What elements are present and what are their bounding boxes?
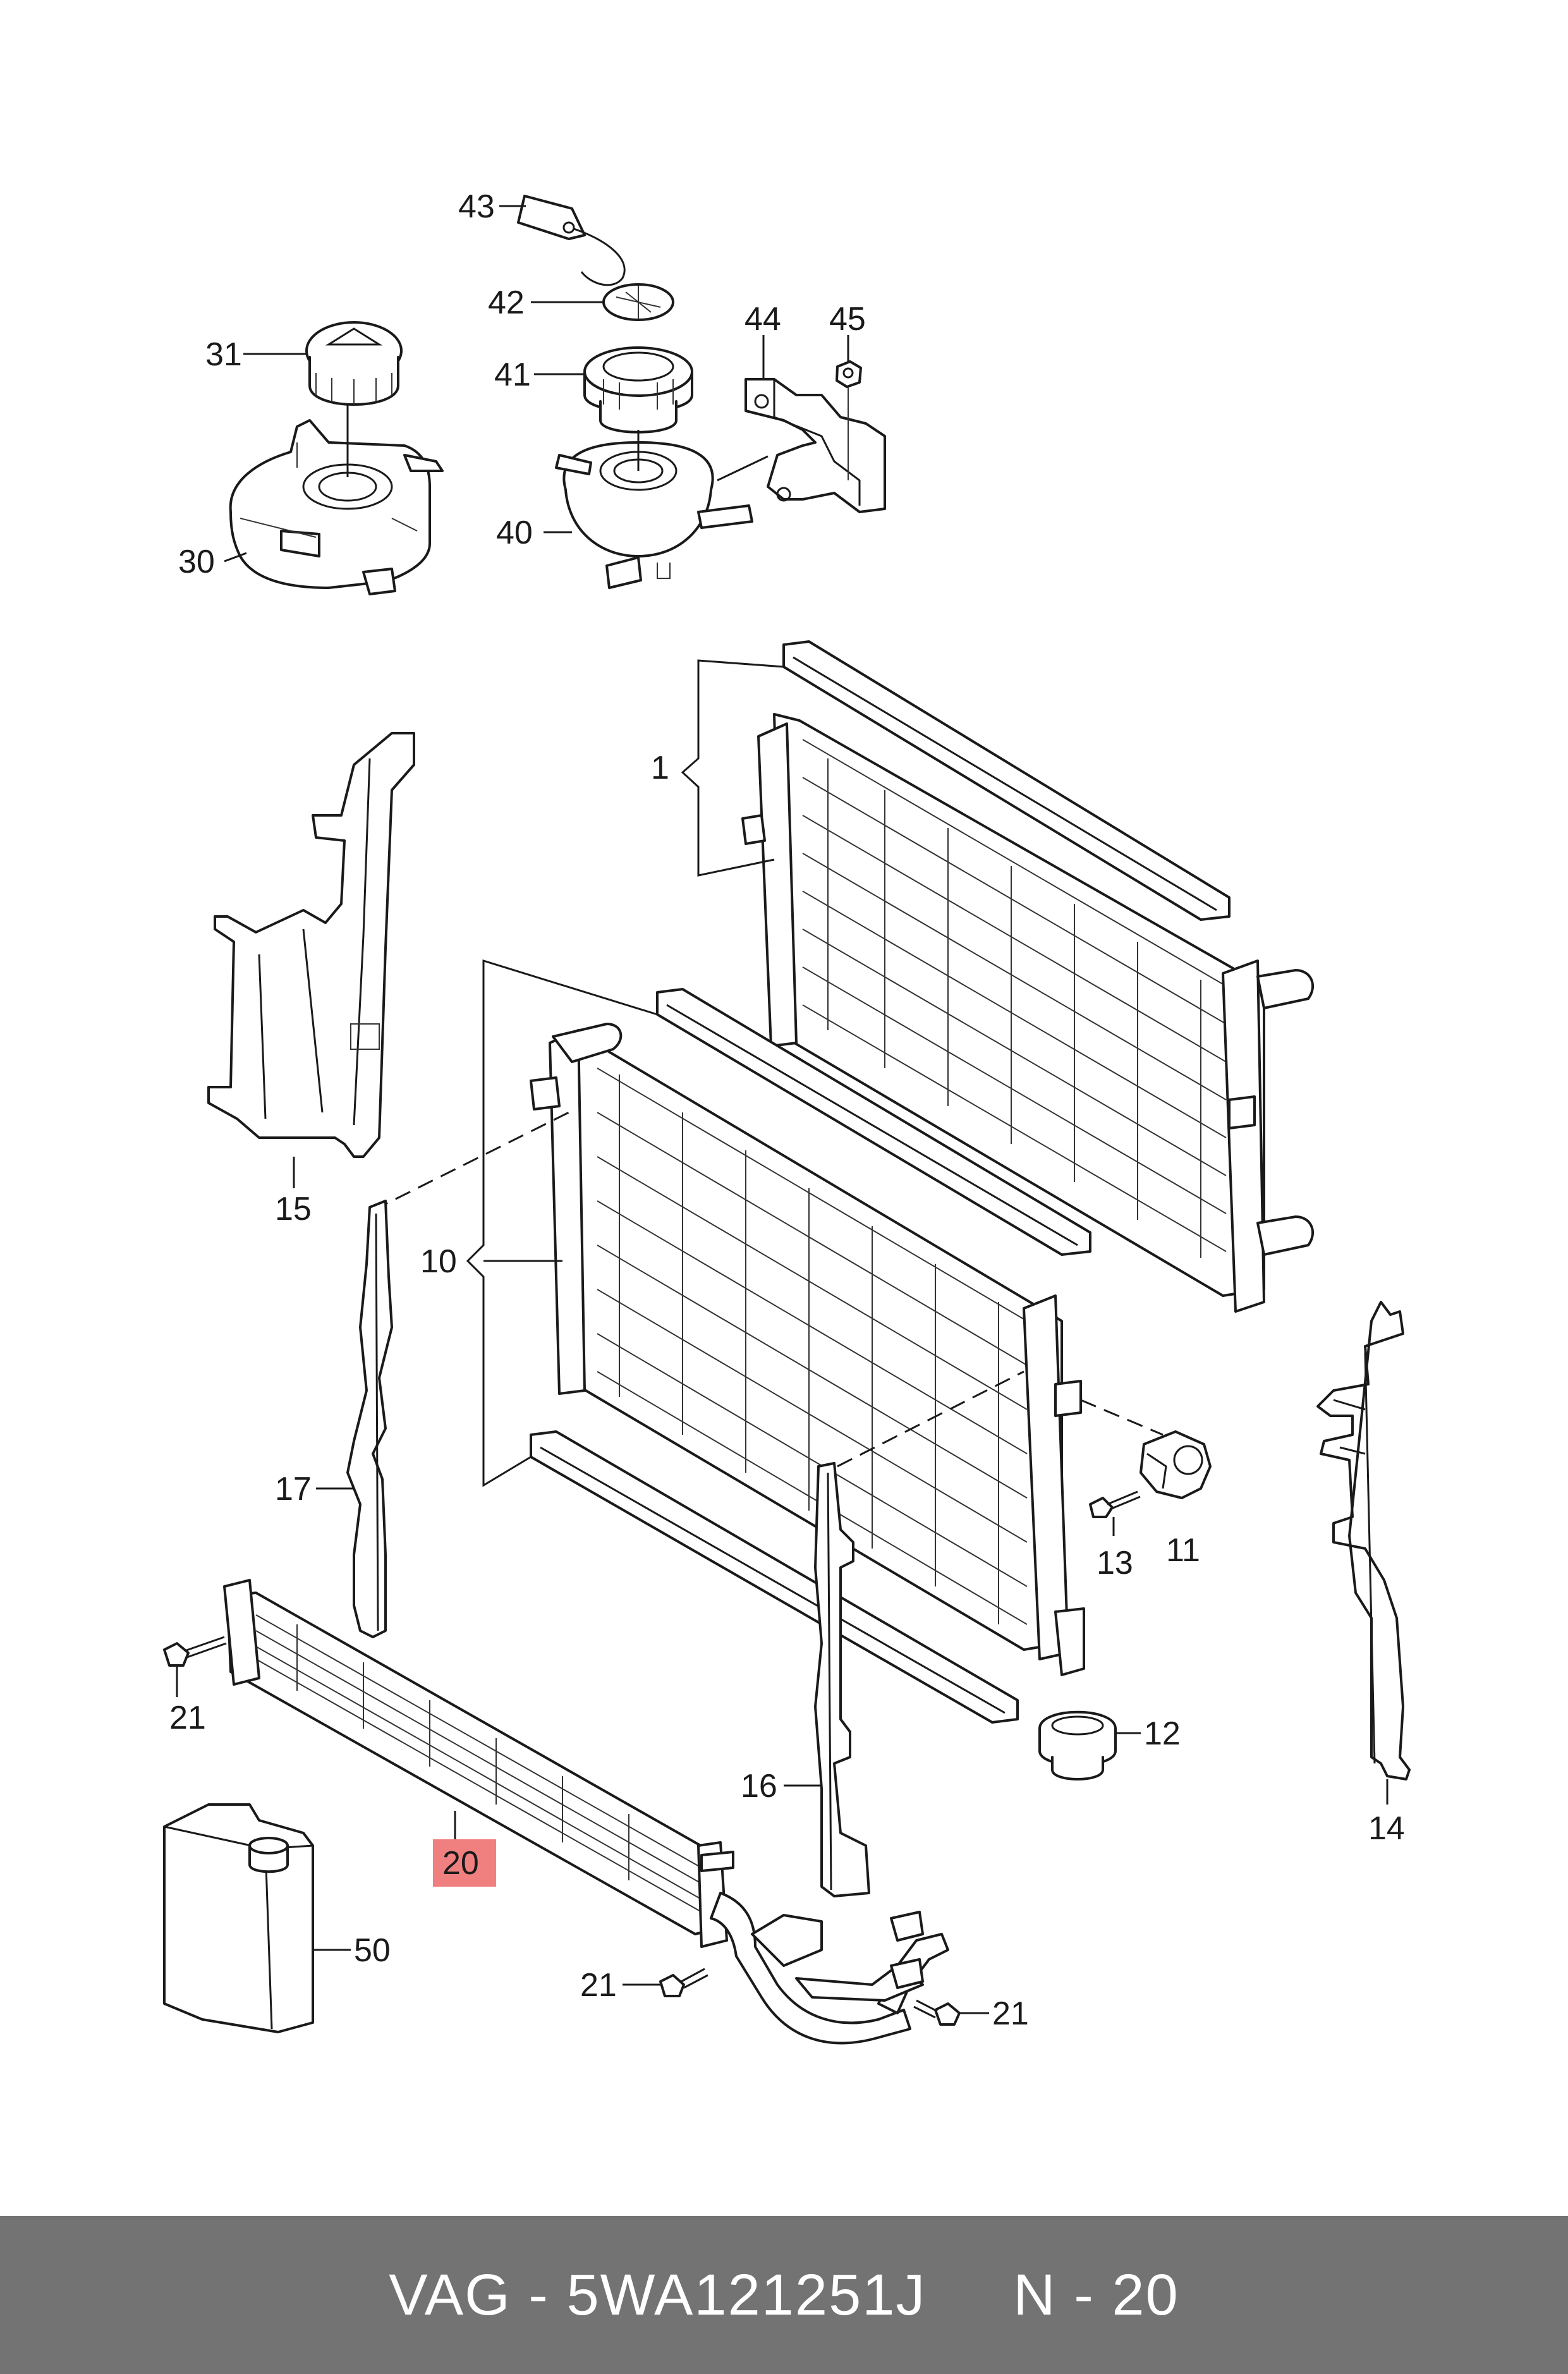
label-17: 17 [275, 1471, 312, 1507]
label-14: 14 [1368, 1810, 1405, 1847]
part-21-bolt-right [913, 1999, 961, 2026]
part-21-bolt-bottom [659, 1968, 708, 1997]
part-1-radiator [741, 640, 1315, 1313]
part-20-auxiliary-radiator [223, 1579, 949, 2045]
label-30: 30 [178, 544, 215, 580]
label-21-left: 21 [169, 1700, 206, 1736]
label-42: 42 [488, 284, 525, 321]
label-10: 10 [420, 1243, 457, 1280]
part-30-expansion-tank [229, 419, 444, 595]
label-45: 45 [829, 301, 866, 338]
label-12: 12 [1144, 1715, 1181, 1752]
label-20: 20 [442, 1845, 479, 1882]
part-17-strip [346, 1200, 393, 1638]
parts-diagram: 43 42 41 40 44 45 [163, 188, 1411, 2045]
part-43-tag [517, 195, 626, 286]
label-15: 15 [275, 1191, 312, 1227]
label-16: 16 [741, 1768, 777, 1805]
part-16-strip [814, 1462, 870, 1897]
label-40: 40 [496, 514, 533, 551]
part-41-cap [583, 346, 693, 434]
label-1: 1 [651, 750, 669, 786]
part-12-rubber-mount [1038, 1710, 1117, 1780]
footer-bar: VAG - 5WA121251J N - 20 [0, 2216, 1568, 2374]
label-21-bottom: 21 [580, 1967, 617, 2004]
label-41: 41 [494, 356, 531, 393]
part-number-caption: VAG - 5WA121251J N - 20 [389, 2262, 1179, 2327]
part-14-air-guide [1316, 1301, 1411, 1780]
part-42-cap-insert [602, 283, 674, 321]
part-50-coolant-jug [163, 1803, 314, 2033]
label-44: 44 [744, 301, 781, 338]
part-13-bolt [1089, 1490, 1141, 1518]
part-15-air-guide [207, 732, 415, 1158]
part-31-cap [305, 321, 403, 406]
part-40-expansion-tank [555, 441, 753, 589]
label-13: 13 [1097, 1545, 1133, 1581]
part-10-radiator [530, 988, 1091, 1724]
label-31: 31 [205, 336, 242, 373]
part-11-mount [1140, 1430, 1212, 1499]
label-50: 50 [354, 1932, 391, 1969]
part-21-bolt-left [163, 1636, 227, 1667]
label-11: 11 [1166, 1532, 1200, 1569]
highlight-box [433, 1839, 496, 1887]
label-43: 43 [458, 188, 495, 225]
label-21-right: 21 [992, 1995, 1029, 2032]
part-44-bracket [744, 378, 886, 513]
part-45-nut [836, 360, 862, 388]
